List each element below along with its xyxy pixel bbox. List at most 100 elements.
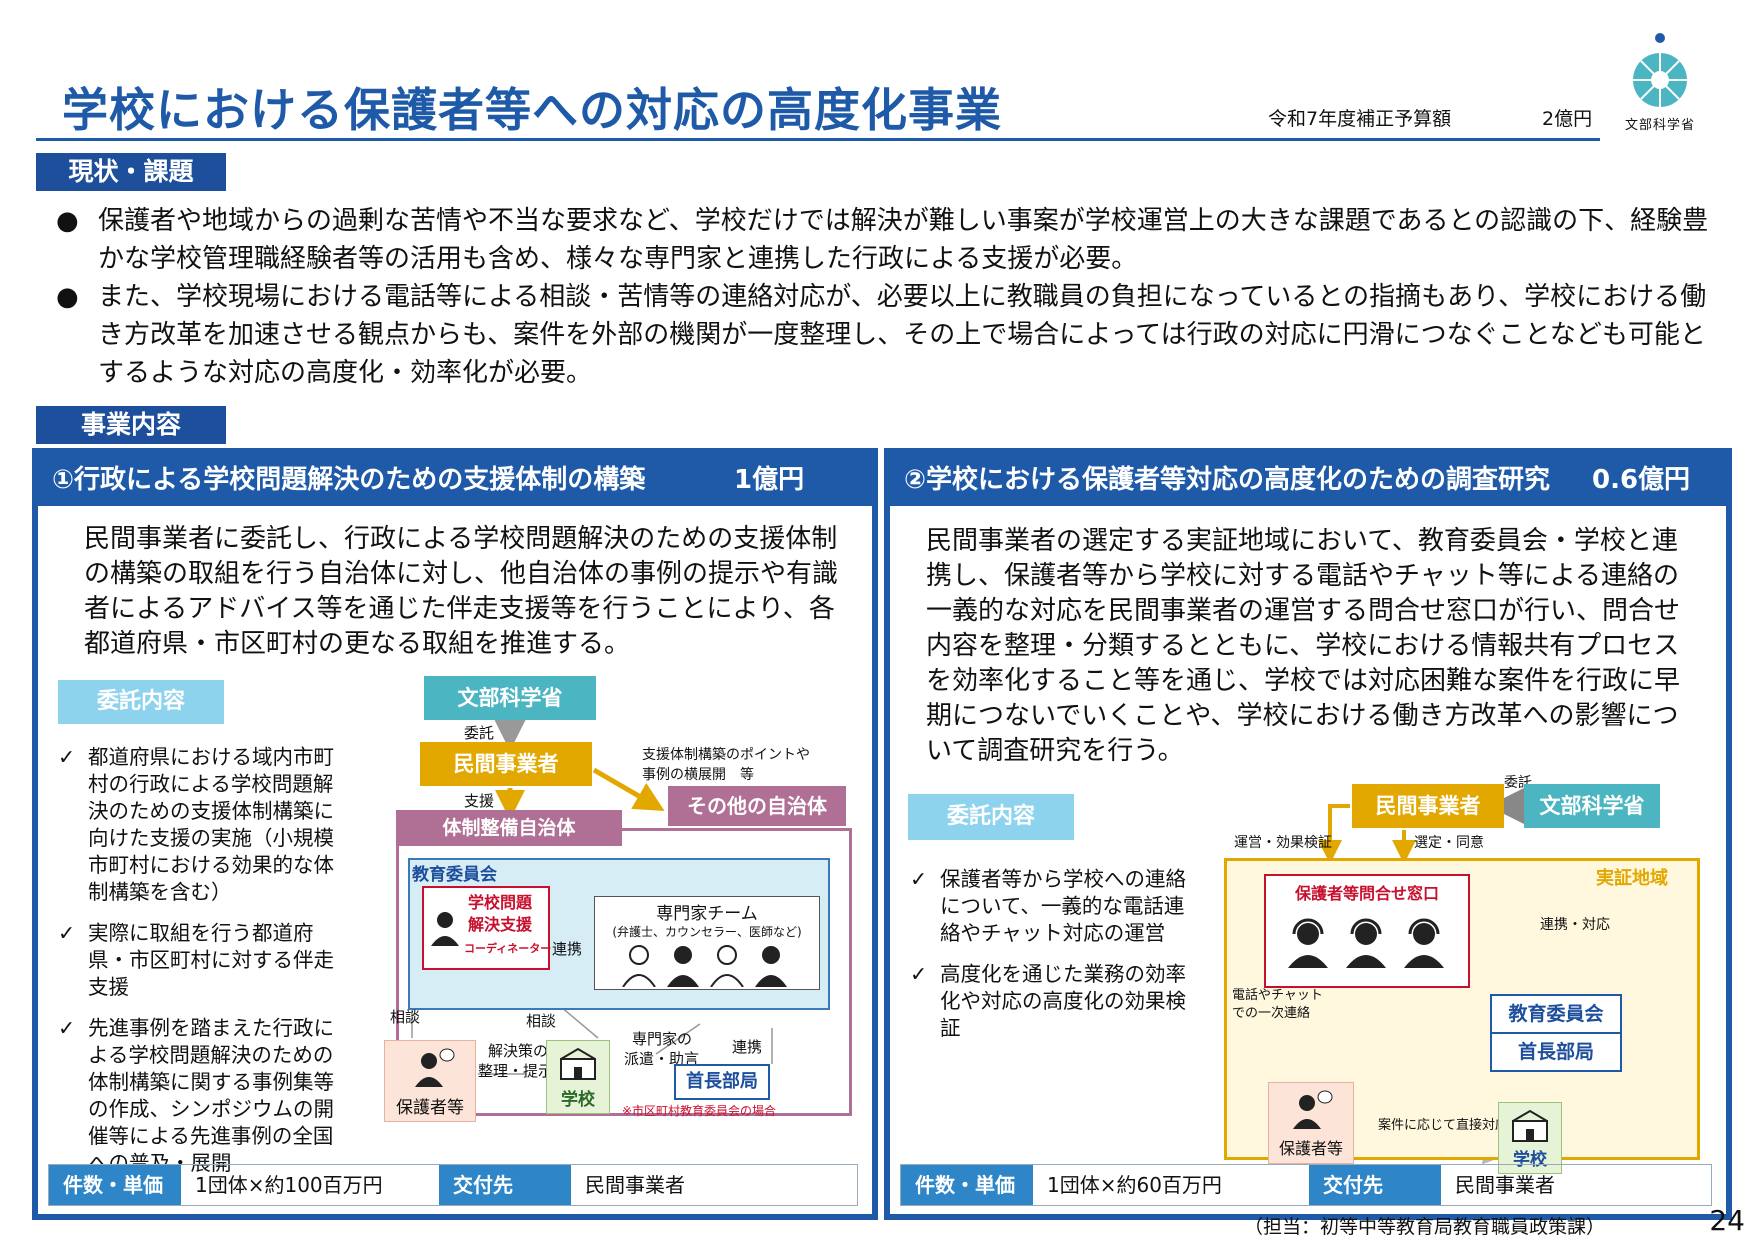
section-label-content: 事業内容: [36, 406, 226, 444]
private-company-box: 民間事業者: [1352, 784, 1504, 828]
bullet-text: 保護者や地域からの過剰な苦情や不当な要求など、学校だけでは解決が難しい事案が学校…: [98, 206, 1709, 274]
parent-icon: [415, 1048, 455, 1087]
parent-box: 保護者等: [1268, 1082, 1354, 1164]
check-text: 実際に取組を行う都道府県・市区町村に対する伴走支援: [88, 921, 334, 999]
chief-renkei-label: 連携: [732, 1038, 763, 1056]
panel-bottom-row: 件数・単価 1団体×約60百万円 交付先 民間事業者: [900, 1164, 1712, 1206]
bullet-icon: ●: [56, 206, 79, 236]
other-municipality-box: その他の自治体: [668, 786, 846, 826]
grantee-label: 交付先: [1309, 1165, 1441, 1205]
footer-department: （担当：初等中等教育局教育職員政策課）: [1243, 1216, 1605, 1238]
count-price-label: 件数・単価: [901, 1165, 1033, 1205]
logo-text: 文部科学省: [1625, 118, 1696, 133]
check-icon: ✓: [910, 867, 928, 891]
check-text: 先進事例を踏まえた行政による学校問題解決のための体制構築に関する事例集等の作成、…: [88, 1016, 334, 1175]
check-icon: ✓: [58, 921, 76, 945]
budget-amount: 2億円: [1542, 108, 1593, 130]
school-box: 学校: [1498, 1102, 1562, 1174]
check-icon: ✓: [910, 962, 928, 986]
coord-renkei-label: 連携: [552, 940, 583, 958]
count-price-value: 1団体×約60百万円: [1047, 1173, 1222, 1197]
school-icon: [560, 1047, 596, 1080]
panel-research: ②学校における保護者等対応の高度化のための調査研究 0.6億円 民間事業者の選定…: [884, 448, 1732, 1220]
coordinator-line3: コーディネーター: [464, 942, 552, 955]
coordinator-box: 学校問題 解決支援 コーディネーター: [422, 886, 552, 970]
itaku-label: 委託: [464, 724, 495, 742]
panel-description: 民間事業者の選定する実証地域において、教育委員会・学校と連携し、保護者等から学校…: [926, 526, 1681, 766]
coordinator-line2: 解決支援: [468, 915, 533, 934]
parent-box: 保護者等: [384, 1040, 476, 1122]
page-number: 24: [1709, 1204, 1745, 1237]
panel-description: 民間事業者に委託し、行政による学校問題解決のための支援体制の構築の取組を行う自治…: [84, 524, 839, 659]
operator-headset-icon: [1288, 918, 1444, 968]
parent-icon: [1293, 1090, 1333, 1129]
support-note-line2: 事例の横展開 等: [642, 767, 754, 783]
bullet-text: また、学校現場における電話等による相談・苦情等の連絡対応が、必要以上に教職員の負…: [98, 282, 1707, 388]
entrust-chip: 委託内容: [908, 794, 1074, 840]
board-box: 教育委員会: [1490, 994, 1622, 1034]
board-label: 教育委員会: [412, 865, 497, 885]
school-box: 学校: [546, 1040, 610, 1114]
budget-label: 令和7年度補正予算額: [1268, 108, 1452, 130]
chief-office-box: 首長部局: [1490, 1032, 1622, 1072]
check-item: ✓ 実際に取組を行う都道府県・市区町村に対する伴走支援: [58, 920, 350, 1001]
coordinator-line1: 学校問題: [468, 893, 533, 912]
chief-office-box: 首長部局: [674, 1064, 770, 1100]
grantee-value: 民間事業者: [585, 1173, 685, 1197]
first-contact-line2: での一次連絡: [1232, 1006, 1311, 1021]
inquiry-window-label: 保護者等問合せ窓口: [1294, 884, 1439, 903]
check-text: 高度化を通じた業務の効率化や対応の高度化の効果検証: [940, 962, 1186, 1040]
private-company-box: 民間事業者: [420, 742, 592, 786]
check-icon: ✓: [58, 1016, 76, 1040]
check-item: ✓ 都道府県における域内市町村の行政による学校問題解決のための支援体制構築に向けた…: [58, 744, 350, 906]
inquiry-window-box: 保護者等問合せ窓口: [1264, 874, 1470, 988]
support-note-line1: 支援体制構築のポイントや: [642, 747, 810, 763]
entrust-chip: 委託内容: [58, 680, 224, 724]
person-icon: [431, 912, 459, 946]
shien-label: 支援: [464, 792, 495, 810]
status-bullets: ● 保護者や地域からの過剰な苦情や不当な要求など、学校だけでは解決が難しい事案が学…: [56, 202, 1726, 392]
bullet-item: ● 保護者や地域からの過剰な苦情や不当な要求など、学校だけでは解決が難しい事案が学…: [56, 202, 1726, 278]
panel-amount: 1億円: [734, 465, 805, 495]
taisei-frame: [396, 828, 852, 1116]
mext-logo-icon: [1633, 33, 1687, 107]
kaiketsu-line2: 整理・提示: [478, 1062, 554, 1080]
renkei-label: 連携・対応: [1540, 917, 1610, 933]
unei-label: 運営・効果検証: [1234, 835, 1332, 851]
mext-box: 文部科学省: [1524, 784, 1660, 828]
school-label: 学校: [561, 1090, 595, 1110]
sentei-label: 選定・同意: [1414, 835, 1484, 851]
check-text: 保護者等から学校への連絡について、一義的な電話連絡やチャット対応の運営: [940, 867, 1186, 945]
parent-label: 保護者等: [1278, 1139, 1343, 1158]
expert-people-icon: [622, 945, 787, 987]
mext-box: 文部科学省: [424, 676, 596, 720]
school-icon: [1512, 1109, 1548, 1142]
panel-header: ②学校における保護者等対応の高度化のための調査研究 0.6億円: [890, 454, 1726, 506]
haken-line1: 専門家の: [632, 1030, 693, 1048]
section-label-status: 現状・課題: [36, 153, 226, 191]
expert-team-sub: (弁護士、カウンセラー、医師など): [612, 925, 802, 939]
taisei-label: 体制整備自治体: [396, 810, 622, 846]
entrust-checklist: ✓ 都道府県における域内市町村の行政による学校問題解決のための支援体制構築に向けた…: [58, 744, 350, 1191]
check-item: ✓ 高度化を通じた業務の効率化や対応の高度化の効果検証: [910, 961, 1186, 1042]
check-icon: ✓: [58, 745, 76, 769]
soudan-label-left: 相談: [390, 1008, 421, 1026]
grantee-label: 交付先: [439, 1165, 571, 1205]
grantee-value: 民間事業者: [1455, 1173, 1555, 1197]
soudan-label-right: 相談: [526, 1012, 557, 1030]
first-contact-line1: 電話やチャット: [1232, 988, 1323, 1003]
panel-title: ①行政による学校問題解決のための支援体制の構築: [52, 465, 646, 495]
panel-amount: 0.6億円: [1592, 465, 1691, 495]
bullet-icon: ●: [56, 282, 79, 312]
page-title: 学校における保護者等への対応の高度化事業: [62, 83, 1002, 137]
panel-header: ①行政による学校問題解決のための支援体制の構築 1億円: [38, 454, 872, 506]
entrust-checklist: ✓ 保護者等から学校への連絡について、一義的な電話連絡やチャット対応の運営 ✓ 高度…: [910, 866, 1186, 1056]
panel-title: ②学校における保護者等対応の高度化のための調査研究: [904, 465, 1551, 495]
count-price-label: 件数・単価: [49, 1165, 181, 1205]
bullet-item: ● また、学校現場における電話等による相談・苦情等の連絡対応が、必要以上に教職員の…: [56, 278, 1726, 392]
check-text: 都道府県における域内市町村の行政による学校問題解決のための支援体制構築に向けた支…: [88, 745, 334, 904]
direct-response-label: 案件に応じて直接対応: [1378, 1118, 1509, 1133]
expert-team-box: 専門家チーム (弁護士、カウンセラー、医師など): [594, 896, 820, 990]
title-rule: [36, 138, 1600, 141]
panel-bottom-row: 件数・単価 1団体×約100百万円 交付先 民間事業者: [48, 1164, 858, 1206]
